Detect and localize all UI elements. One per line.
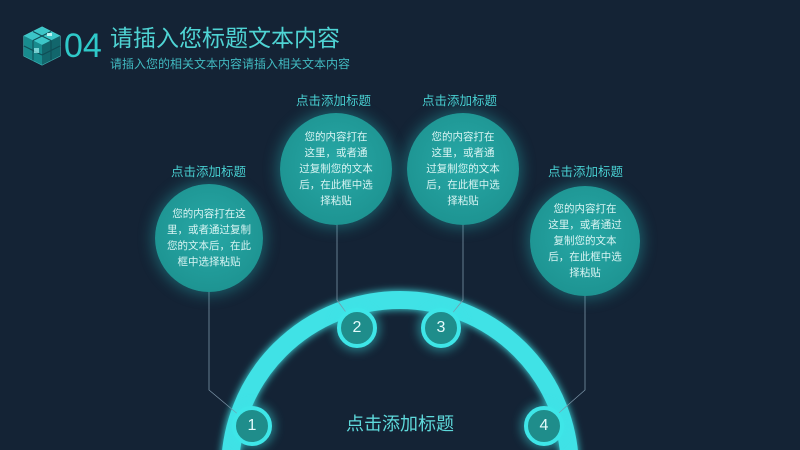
item-4-text-line: 复制您的文本 xyxy=(553,235,617,247)
cube-icon xyxy=(23,26,61,66)
step-2-node: 2 xyxy=(337,308,377,348)
item-3-circle: 您的内容打在 这里，或者通 过复制您的文本 后，在此框中选 择粘贴 xyxy=(407,113,519,225)
section-number: 04 xyxy=(64,27,102,65)
item-3-text-line: 您的内容打在 xyxy=(431,131,495,143)
arc xyxy=(222,291,578,450)
item-4-text-line: 后，在此框中选 xyxy=(548,251,622,263)
step-1-node: 1 xyxy=(232,406,272,446)
page-title: 请插入您标题文本内容 xyxy=(110,26,340,52)
step-3-node: 3 xyxy=(421,308,461,348)
center-title: 点击添加标题 xyxy=(346,414,454,435)
item-1-label: 点击添加标题 xyxy=(171,164,247,179)
item-2-circle: 您的内容打在 这里，或者通 过复制您的文本 后，在此框中选 择粘贴 xyxy=(280,113,392,225)
item-3-text-line: 这里，或者通 xyxy=(431,147,495,159)
item-3-text-line: 后，在此框中选 xyxy=(426,179,500,191)
item-4-circle: 您的内容打在 这里，或者通过 复制您的文本 后，在此框中选 择粘贴 xyxy=(530,186,640,296)
step-4-node: 4 xyxy=(524,406,564,446)
item-4-text-line: 您的内容打在 xyxy=(553,203,617,215)
item-1-text-line: 您的文本后，在此 xyxy=(167,240,251,252)
item-2-text-line: 您的内容打在 xyxy=(304,131,368,143)
item-4-label: 点击添加标题 xyxy=(548,164,624,179)
item-2-label: 点击添加标题 xyxy=(296,93,372,108)
item-1-text-line: 框中选择粘贴 xyxy=(177,256,241,268)
item-1-circle: 您的内容打在这 里，或者通过复制 您的文本后，在此 框中选择粘贴 xyxy=(155,184,263,292)
item-2-text-line: 择粘贴 xyxy=(320,195,352,207)
item-2-text-line: 过复制您的文本 xyxy=(299,163,373,175)
item-4-text-line: 这里，或者通过 xyxy=(548,219,622,231)
item-1-text-line: 里，或者通过复制 xyxy=(167,224,251,236)
item-3-text-line: 过复制您的文本 xyxy=(426,163,500,175)
item-2-text-line: 这里，或者通 xyxy=(304,147,368,159)
item-1-text-line: 您的内容打在这 xyxy=(172,208,246,220)
item-2-text-line: 后，在此框中选 xyxy=(299,179,373,191)
item-3-label: 点击添加标题 xyxy=(422,93,498,108)
item-3-text-line: 择粘贴 xyxy=(447,195,479,207)
page-subtitle: 请插入您的相关文本内容请插入相关文本内容 xyxy=(110,57,351,71)
item-4-text-line: 择粘贴 xyxy=(569,267,601,279)
